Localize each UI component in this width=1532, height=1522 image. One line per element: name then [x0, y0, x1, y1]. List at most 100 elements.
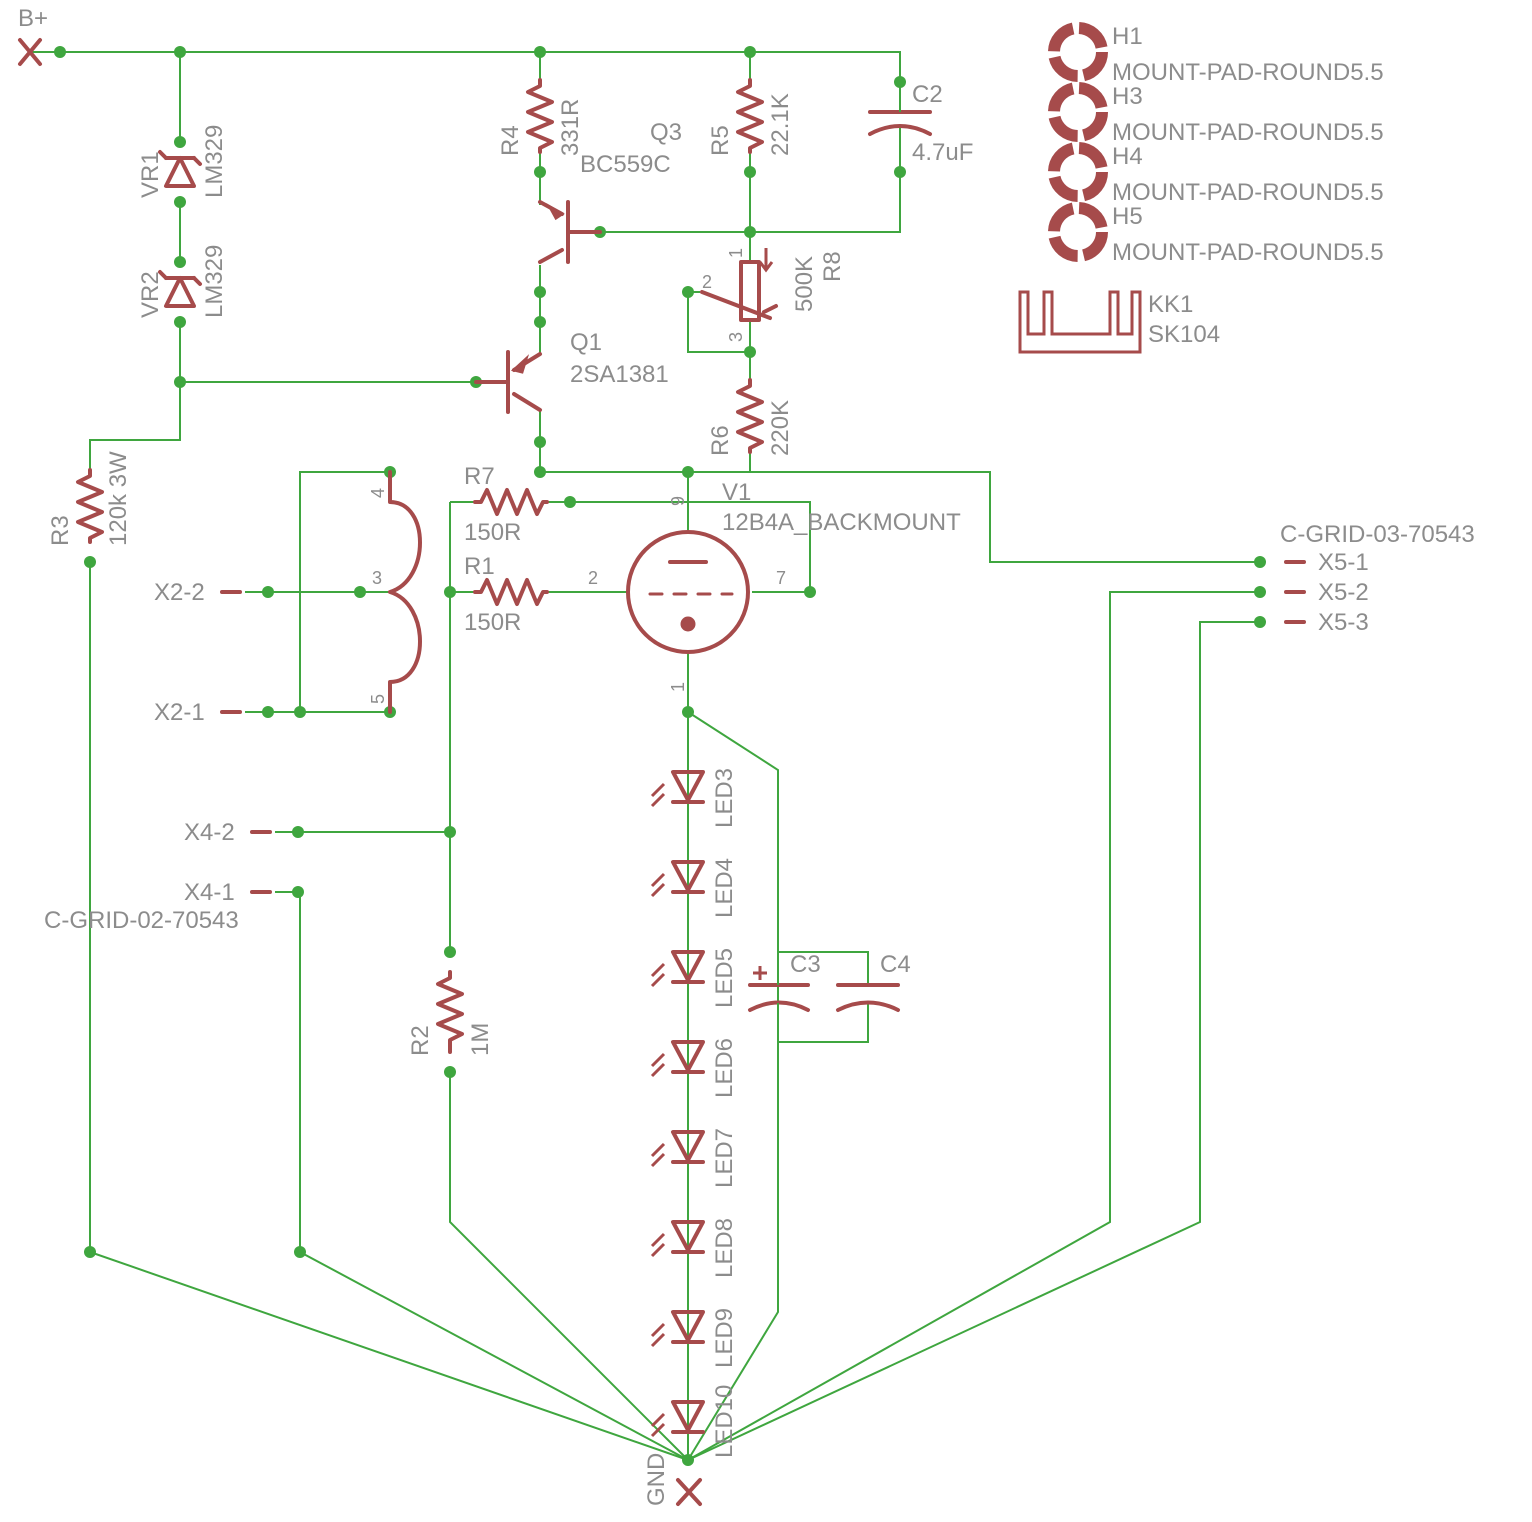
svg-text:12B4A_BACKMOUNT: 12B4A_BACKMOUNT [722, 509, 961, 536]
svg-text:LED7: LED7 [711, 1128, 738, 1188]
svg-text:LED3: LED3 [711, 768, 738, 828]
connector-x5: C-GRID-03-70543 X5-1 X5-2 X5-3 [1280, 521, 1475, 636]
svg-text:VR1: VR1 [137, 151, 164, 198]
svg-text:R7: R7 [464, 463, 495, 490]
svg-text:C2: C2 [912, 81, 943, 108]
connector-x2: X2-2 X2-1 [154, 579, 242, 726]
heater-coil: 4 3 5 [368, 470, 422, 714]
svg-text:LED10: LED10 [711, 1385, 738, 1458]
capacitor-c3: C3 [748, 951, 821, 1042]
svg-text:R8: R8 [819, 251, 846, 282]
svg-text:X2-2: X2-2 [154, 579, 205, 606]
svg-text:C-GRID-03-70543: C-GRID-03-70543 [1280, 521, 1475, 548]
svg-text:2SA1381: 2SA1381 [570, 361, 669, 388]
svg-text:22.1K: 22.1K [767, 93, 794, 156]
svg-text:LM329: LM329 [201, 125, 228, 198]
svg-text:500K: 500K [791, 256, 818, 312]
svg-text:Q1: Q1 [570, 329, 602, 356]
svg-text:B+: B+ [18, 5, 48, 32]
mount-pad-h4: H4 MOUNT-PAD-ROUND5.5 [1048, 142, 1384, 206]
svg-text:LM329: LM329 [201, 245, 228, 318]
svg-text:KK1: KK1 [1148, 291, 1193, 318]
mount-pad-h3: H3 MOUNT-PAD-ROUND5.5 [1048, 82, 1384, 146]
resistor-r2: R2 1M [407, 970, 494, 1056]
svg-text:1: 1 [668, 682, 688, 692]
led-led9: LED9 [650, 1308, 738, 1368]
zener-vr1: VR1 LM329 [137, 125, 228, 198]
resistor-r1: R1 150R [464, 553, 549, 636]
svg-text:LED5: LED5 [711, 948, 738, 1008]
mount-pads: H1 MOUNT-PAD-ROUND5.5 H3 MOUNT-PAD-ROUND… [1048, 22, 1384, 266]
mount-pad-h1: H1 MOUNT-PAD-ROUND5.5 [1048, 22, 1384, 86]
svg-text:Q3: Q3 [650, 119, 682, 146]
svg-text:7: 7 [776, 568, 786, 588]
resistor-r4: R4 331R [497, 78, 584, 156]
svg-text:BC559C: BC559C [580, 151, 671, 178]
svg-text:H4: H4 [1112, 143, 1143, 170]
resistor-r3: R3 120k 3W [47, 451, 132, 546]
svg-text:V1: V1 [722, 479, 751, 506]
svg-text:C4: C4 [880, 951, 911, 978]
resistor-r6: R6 220K [707, 378, 794, 456]
svg-text:1M: 1M [467, 1023, 494, 1056]
transistor-q3: Q3 BC559C [538, 119, 682, 264]
potentiometer-r8: 1 2 3 500K R8 [700, 248, 846, 342]
svg-text:5: 5 [368, 694, 388, 704]
svg-text:3: 3 [372, 568, 382, 588]
mount-pad-h5: H5 MOUNT-PAD-ROUND5.5 [1048, 202, 1384, 266]
svg-text:X5-1: X5-1 [1318, 549, 1369, 576]
svg-text:120k 3W: 120k 3W [105, 451, 132, 546]
svg-text:1: 1 [726, 248, 746, 258]
svg-text:X5-2: X5-2 [1318, 579, 1369, 606]
svg-text:SK104: SK104 [1148, 321, 1220, 348]
resistor-r5: R5 22.1K [707, 78, 794, 156]
svg-text:LED9: LED9 [711, 1308, 738, 1368]
gnd-marker: GND [643, 1453, 702, 1506]
svg-text:4: 4 [368, 488, 388, 498]
svg-text:MOUNT-PAD-ROUND5.5: MOUNT-PAD-ROUND5.5 [1112, 119, 1384, 146]
svg-text:C-GRID-02-70543: C-GRID-02-70543 [44, 907, 239, 934]
tube-v1: 9 2 7 1 V1 12B4A_BACKMOUNT [588, 479, 961, 692]
svg-text:LED4: LED4 [711, 858, 738, 918]
svg-text:H3: H3 [1112, 83, 1143, 110]
led-led7: LED7 [650, 1128, 738, 1188]
svg-text:H1: H1 [1112, 23, 1143, 50]
svg-text:R2: R2 [407, 1025, 434, 1056]
svg-text:R1: R1 [464, 553, 495, 580]
led-led10: LED10 [650, 1385, 738, 1458]
svg-text:R3: R3 [47, 515, 74, 546]
svg-text:150R: 150R [464, 609, 521, 636]
svg-text:150R: 150R [464, 519, 521, 546]
led-led8: LED8 [650, 1218, 738, 1278]
svg-text:MOUNT-PAD-ROUND5.5: MOUNT-PAD-ROUND5.5 [1112, 59, 1384, 86]
capacitor-c4: C4 [836, 951, 911, 1012]
zener-vr2: VR2 LM329 [137, 245, 228, 318]
led-led6: LED6 [650, 1038, 738, 1098]
svg-text:X4-2: X4-2 [184, 819, 235, 846]
svg-text:2: 2 [588, 568, 598, 588]
svg-text:R4: R4 [497, 125, 524, 156]
connector-x4: X4-2 X4-1 C-GRID-02-70543 [44, 819, 272, 934]
svg-text:MOUNT-PAD-ROUND5.5: MOUNT-PAD-ROUND5.5 [1112, 239, 1384, 266]
vplus-marker: B+ [18, 5, 48, 66]
svg-text:R5: R5 [707, 125, 734, 156]
svg-text:R6: R6 [707, 425, 734, 456]
svg-text:3: 3 [726, 332, 746, 342]
transistor-q1: Q1 2SA1381 [474, 329, 669, 414]
led-led4: LED4 [650, 858, 738, 918]
resistor-r7: R7 150R [464, 463, 549, 546]
svg-text:LED8: LED8 [711, 1218, 738, 1278]
led-led5: LED5 [650, 948, 738, 1008]
svg-text:X5-3: X5-3 [1318, 609, 1369, 636]
svg-text:331R: 331R [557, 99, 584, 156]
svg-text:C3: C3 [790, 951, 821, 978]
heatsink-kk1: KK1 SK104 [1018, 290, 1220, 354]
svg-text:X4-1: X4-1 [184, 879, 235, 906]
svg-text:H5: H5 [1112, 203, 1143, 230]
svg-text:9: 9 [668, 496, 688, 506]
led-led3: LED3 [650, 768, 738, 828]
svg-text:X2-1: X2-1 [154, 699, 205, 726]
svg-text:VR2: VR2 [137, 271, 164, 318]
svg-text:2: 2 [702, 272, 712, 292]
